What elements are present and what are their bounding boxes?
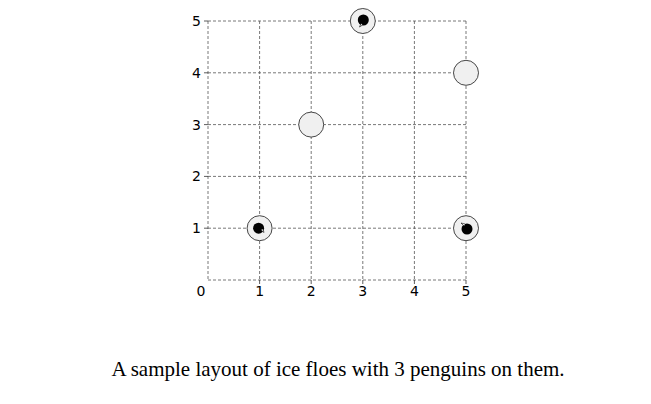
axis-number: 5 bbox=[192, 14, 201, 28]
axis-number: 5 bbox=[462, 284, 471, 298]
ice-floe bbox=[454, 60, 479, 85]
penguin bbox=[358, 15, 369, 28]
axis-number: 3 bbox=[358, 284, 367, 298]
axis-number: 0 bbox=[197, 284, 206, 298]
axis-number: 4 bbox=[192, 66, 201, 80]
penguins bbox=[253, 15, 472, 235]
penguin bbox=[253, 223, 264, 234]
axis-number: 2 bbox=[192, 169, 201, 183]
penguin bbox=[461, 223, 473, 235]
figure-caption: A sample layout of ice floes with 3 peng… bbox=[38, 357, 638, 382]
axis-number: 1 bbox=[255, 284, 264, 298]
axis-ticks bbox=[204, 21, 466, 284]
axis-number: 4 bbox=[410, 284, 419, 298]
axis-number: 3 bbox=[192, 118, 201, 132]
axis-number: 1 bbox=[192, 221, 201, 235]
ice-floe bbox=[350, 9, 375, 34]
axis-number: 2 bbox=[307, 284, 316, 298]
ice-floes bbox=[247, 9, 478, 241]
grid-lines bbox=[208, 21, 466, 280]
ice-floe bbox=[247, 216, 272, 241]
ice-floe bbox=[454, 216, 479, 241]
ice-floe bbox=[299, 112, 324, 137]
